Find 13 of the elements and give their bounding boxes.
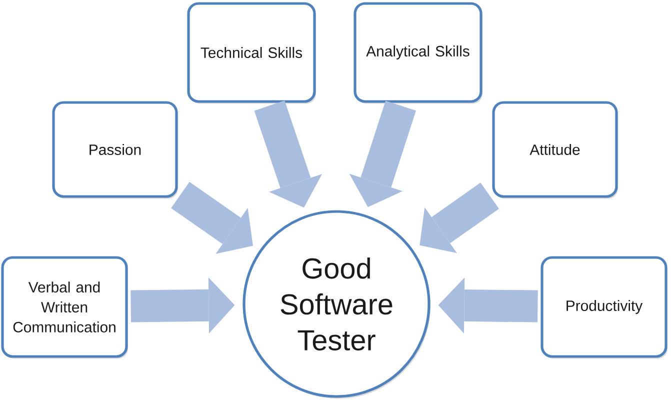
rounded-box: Productivity (540, 256, 668, 359)
circle-node: Good Software Tester (242, 210, 430, 399)
block-arrow (171, 182, 254, 254)
rounded-box: Attitude (492, 101, 618, 199)
block-arrow (130, 277, 235, 334)
rounded-box: Analytical Skills (354, 2, 482, 104)
block-arrow (420, 182, 499, 254)
rounded-box: Verbal and Written Communication (1, 256, 128, 359)
block-arrow (349, 100, 416, 208)
block-arrow (254, 100, 322, 208)
rounded-box: Passion (52, 101, 178, 199)
rounded-box: Technical Skills (187, 2, 316, 104)
block-arrow (438, 277, 538, 334)
